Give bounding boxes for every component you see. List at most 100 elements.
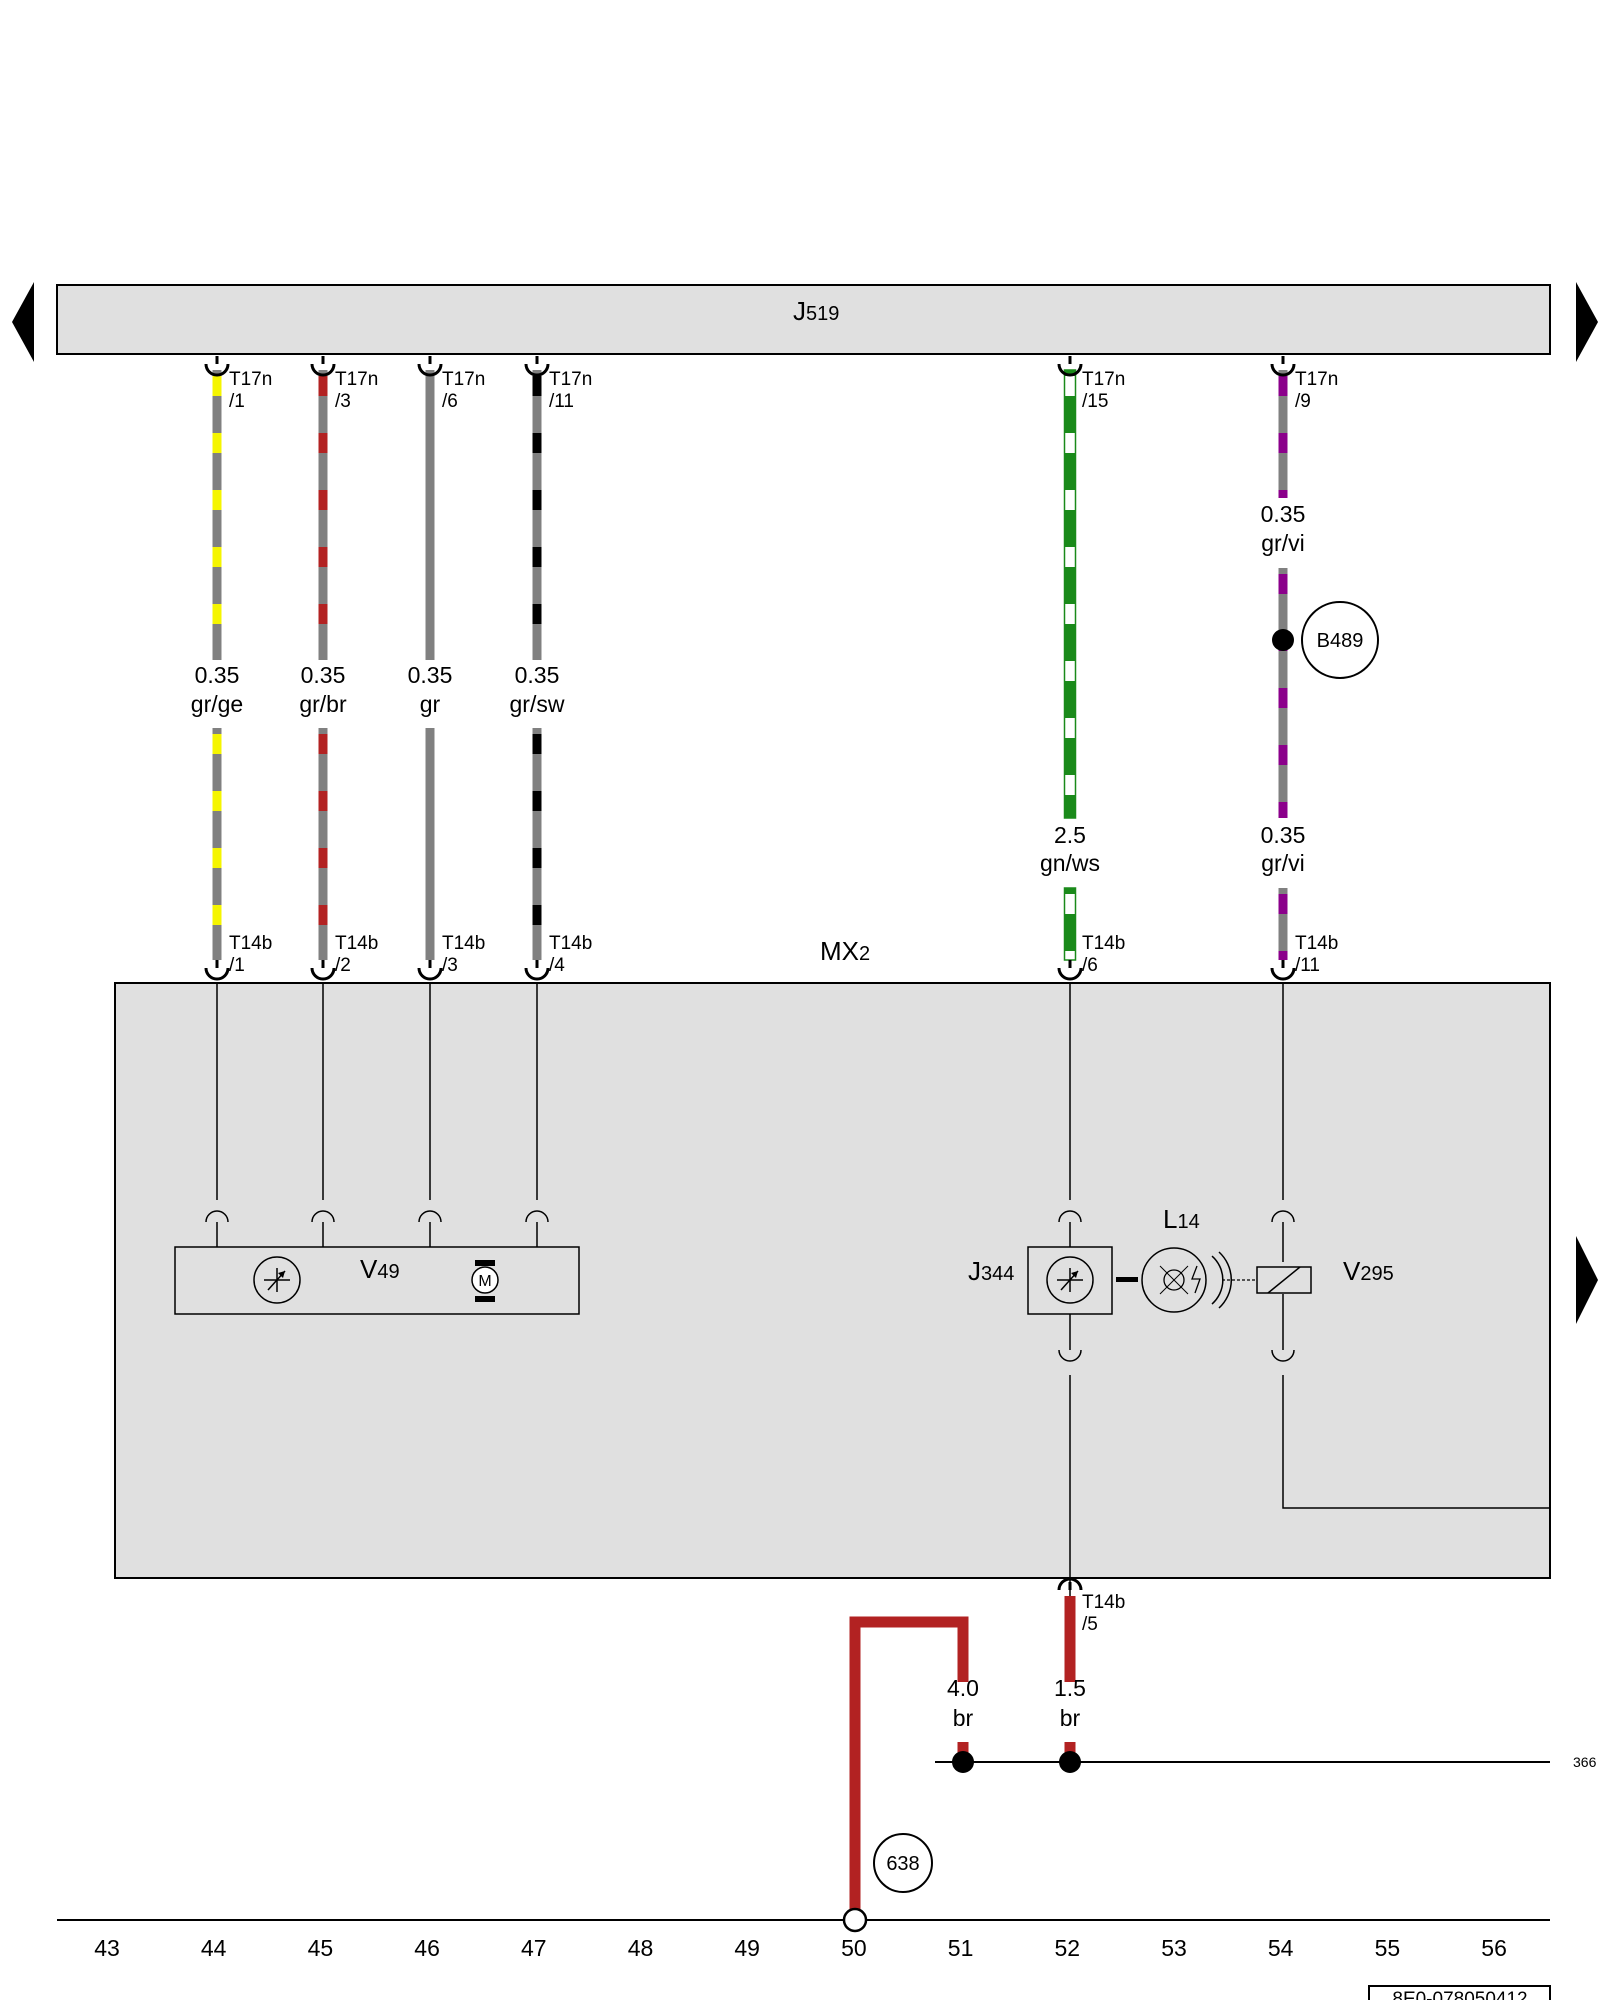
wire-color-label: gn/ws [1040,850,1100,876]
connector-pin: /1 [229,955,245,976]
next-page-arrow-top[interactable] [1576,282,1598,362]
wire-upper-segment[interactable] [212,370,222,660]
wire-upper-segment[interactable] [318,370,328,660]
connector-name: T14b [1082,933,1125,954]
connector-name: T17n [549,369,592,390]
connector-bottom[interactable]: T14b/2 [310,933,378,981]
ground-splice-dot [1059,1751,1081,1773]
connector-pin: /11 [1295,955,1320,976]
connector-name: T17n [442,369,485,390]
connector-top[interactable]: T17n/1 [204,356,272,412]
motor-label: M [478,1273,491,1290]
connector-name: T14b [335,933,378,954]
ground-wire-color-1: br [953,1705,974,1731]
next-page-arrow-middle[interactable] [1576,1236,1598,1324]
b489-reference-circle[interactable] [1301,601,1379,679]
previous-page-arrow[interactable] [12,282,34,362]
wire-upper-segment[interactable] [1063,369,1077,819]
connector-bottom[interactable]: T14b/6 [1057,933,1125,981]
wire-middle-segment[interactable] [1278,568,1288,818]
j519-module[interactable] [56,284,1551,355]
wire-color-label: gr [420,691,441,717]
grid-number: 48 [628,1935,654,1961]
connector-top[interactable]: T17n/3 [310,356,378,412]
wire-lower-segment[interactable] [212,728,222,960]
connector-pin: /11 [549,391,574,412]
wire-lower-segment[interactable] [532,728,542,960]
grid-number: 51 [948,1935,974,1961]
bulb-icon [1163,1269,1185,1291]
v49-component[interactable]: V49 M [174,1246,580,1315]
connector-bottom[interactable]: T14b/4 [524,933,592,981]
grid-number: 53 [1161,1935,1187,1961]
connector-pin: /9 [1295,391,1311,412]
wire-size-label: 0.35 [1261,822,1306,848]
l14-label: L14 [1163,1204,1200,1234]
grid-number: 55 [1375,1935,1401,1961]
wire-upper-segment[interactable] [532,370,542,660]
connector-top[interactable]: T17n/9 [1270,356,1338,412]
v295-component[interactable]: V295 [1256,1256,1394,1294]
wire-size-label: 0.35 [515,662,560,688]
wire-lower-segment[interactable] [1063,887,1077,961]
wire-upper-segment[interactable] [1278,370,1288,498]
grid-number: 46 [414,1935,440,1961]
mx2-label: MX2 [820,936,870,966]
j344-component[interactable]: J344 [968,1246,1113,1315]
connector-bottom[interactable]: T14b/11 [1270,933,1338,981]
connector-top[interactable]: T17n/6 [417,356,485,412]
grid-number: 44 [201,1935,227,1961]
connector-pin: /5 [1082,1614,1098,1635]
wire-color-label: gr/br [299,691,347,717]
wire-size-label: 0.35 [195,662,240,688]
connector-top[interactable]: T17n/11 [524,356,592,412]
connector-bottom[interactable]: T14b/3 [417,933,485,981]
b489-splice-dot [1272,629,1294,651]
j344-label: J344 [968,1256,1014,1286]
ground-wire-size-2: 1.5 [1054,1675,1086,1701]
b489-label: B489 [1317,630,1364,652]
ground-638-reference[interactable] [873,1833,933,1893]
connector-top[interactable]: T17n/15 [1057,356,1125,412]
grid-number: 45 [308,1935,334,1961]
connector-bottom[interactable]: T14b/1 [204,933,272,981]
connector-name: T14b [549,933,592,954]
grid-number: 56 [1481,1935,1507,1961]
wire-color-label: gr/sw [510,691,565,717]
grid-number: 47 [521,1935,547,1961]
connector-pin: /6 [442,391,458,412]
j519-label: J519 [793,296,839,326]
wire-upper-segment[interactable] [425,370,435,660]
j344-l14-link [1116,1277,1138,1282]
grid-number: 50 [841,1935,867,1961]
grid-number: 52 [1055,1935,1081,1961]
j344-sensor-icon [1046,1256,1094,1304]
ground-wire-size-1: 4.0 [947,1675,979,1701]
connector-pin: /3 [442,955,458,976]
v49-sensor-icon [253,1256,301,1304]
wire-lower-segment[interactable] [318,728,328,960]
grid-number: 49 [734,1935,760,1961]
connector-pin: /4 [549,955,565,976]
connector-name: T17n [335,369,378,390]
ground-638-label: 638 [886,1853,919,1875]
connector-name: T17n [229,369,272,390]
wire-color-label: gr/vi [1261,850,1304,876]
l14-lamp[interactable]: L14 [1141,1204,1232,1313]
connector-pin: /6 [1082,955,1098,976]
ground-point [842,1907,868,1933]
connector-pin: /2 [335,955,351,976]
internal-wiring [216,983,1550,1578]
ground-splice-dot [952,1751,974,1773]
continuation-reference[interactable]: 366 [1573,1754,1597,1770]
wire-color-label: gr/ge [191,691,243,717]
connector-name: T14b [1082,1592,1125,1613]
wire-lower-segment[interactable] [425,728,435,960]
connector-name: T14b [442,933,485,954]
connector-name: T14b [229,933,272,954]
grid-number: 43 [94,1935,120,1961]
grid-number: 54 [1268,1935,1294,1961]
wire-lower-segment[interactable] [1278,888,1288,960]
connector-layer: T17n/1T17n/3T17n/6T17n/11T17n/15T17n/9T1… [204,356,1338,1635]
